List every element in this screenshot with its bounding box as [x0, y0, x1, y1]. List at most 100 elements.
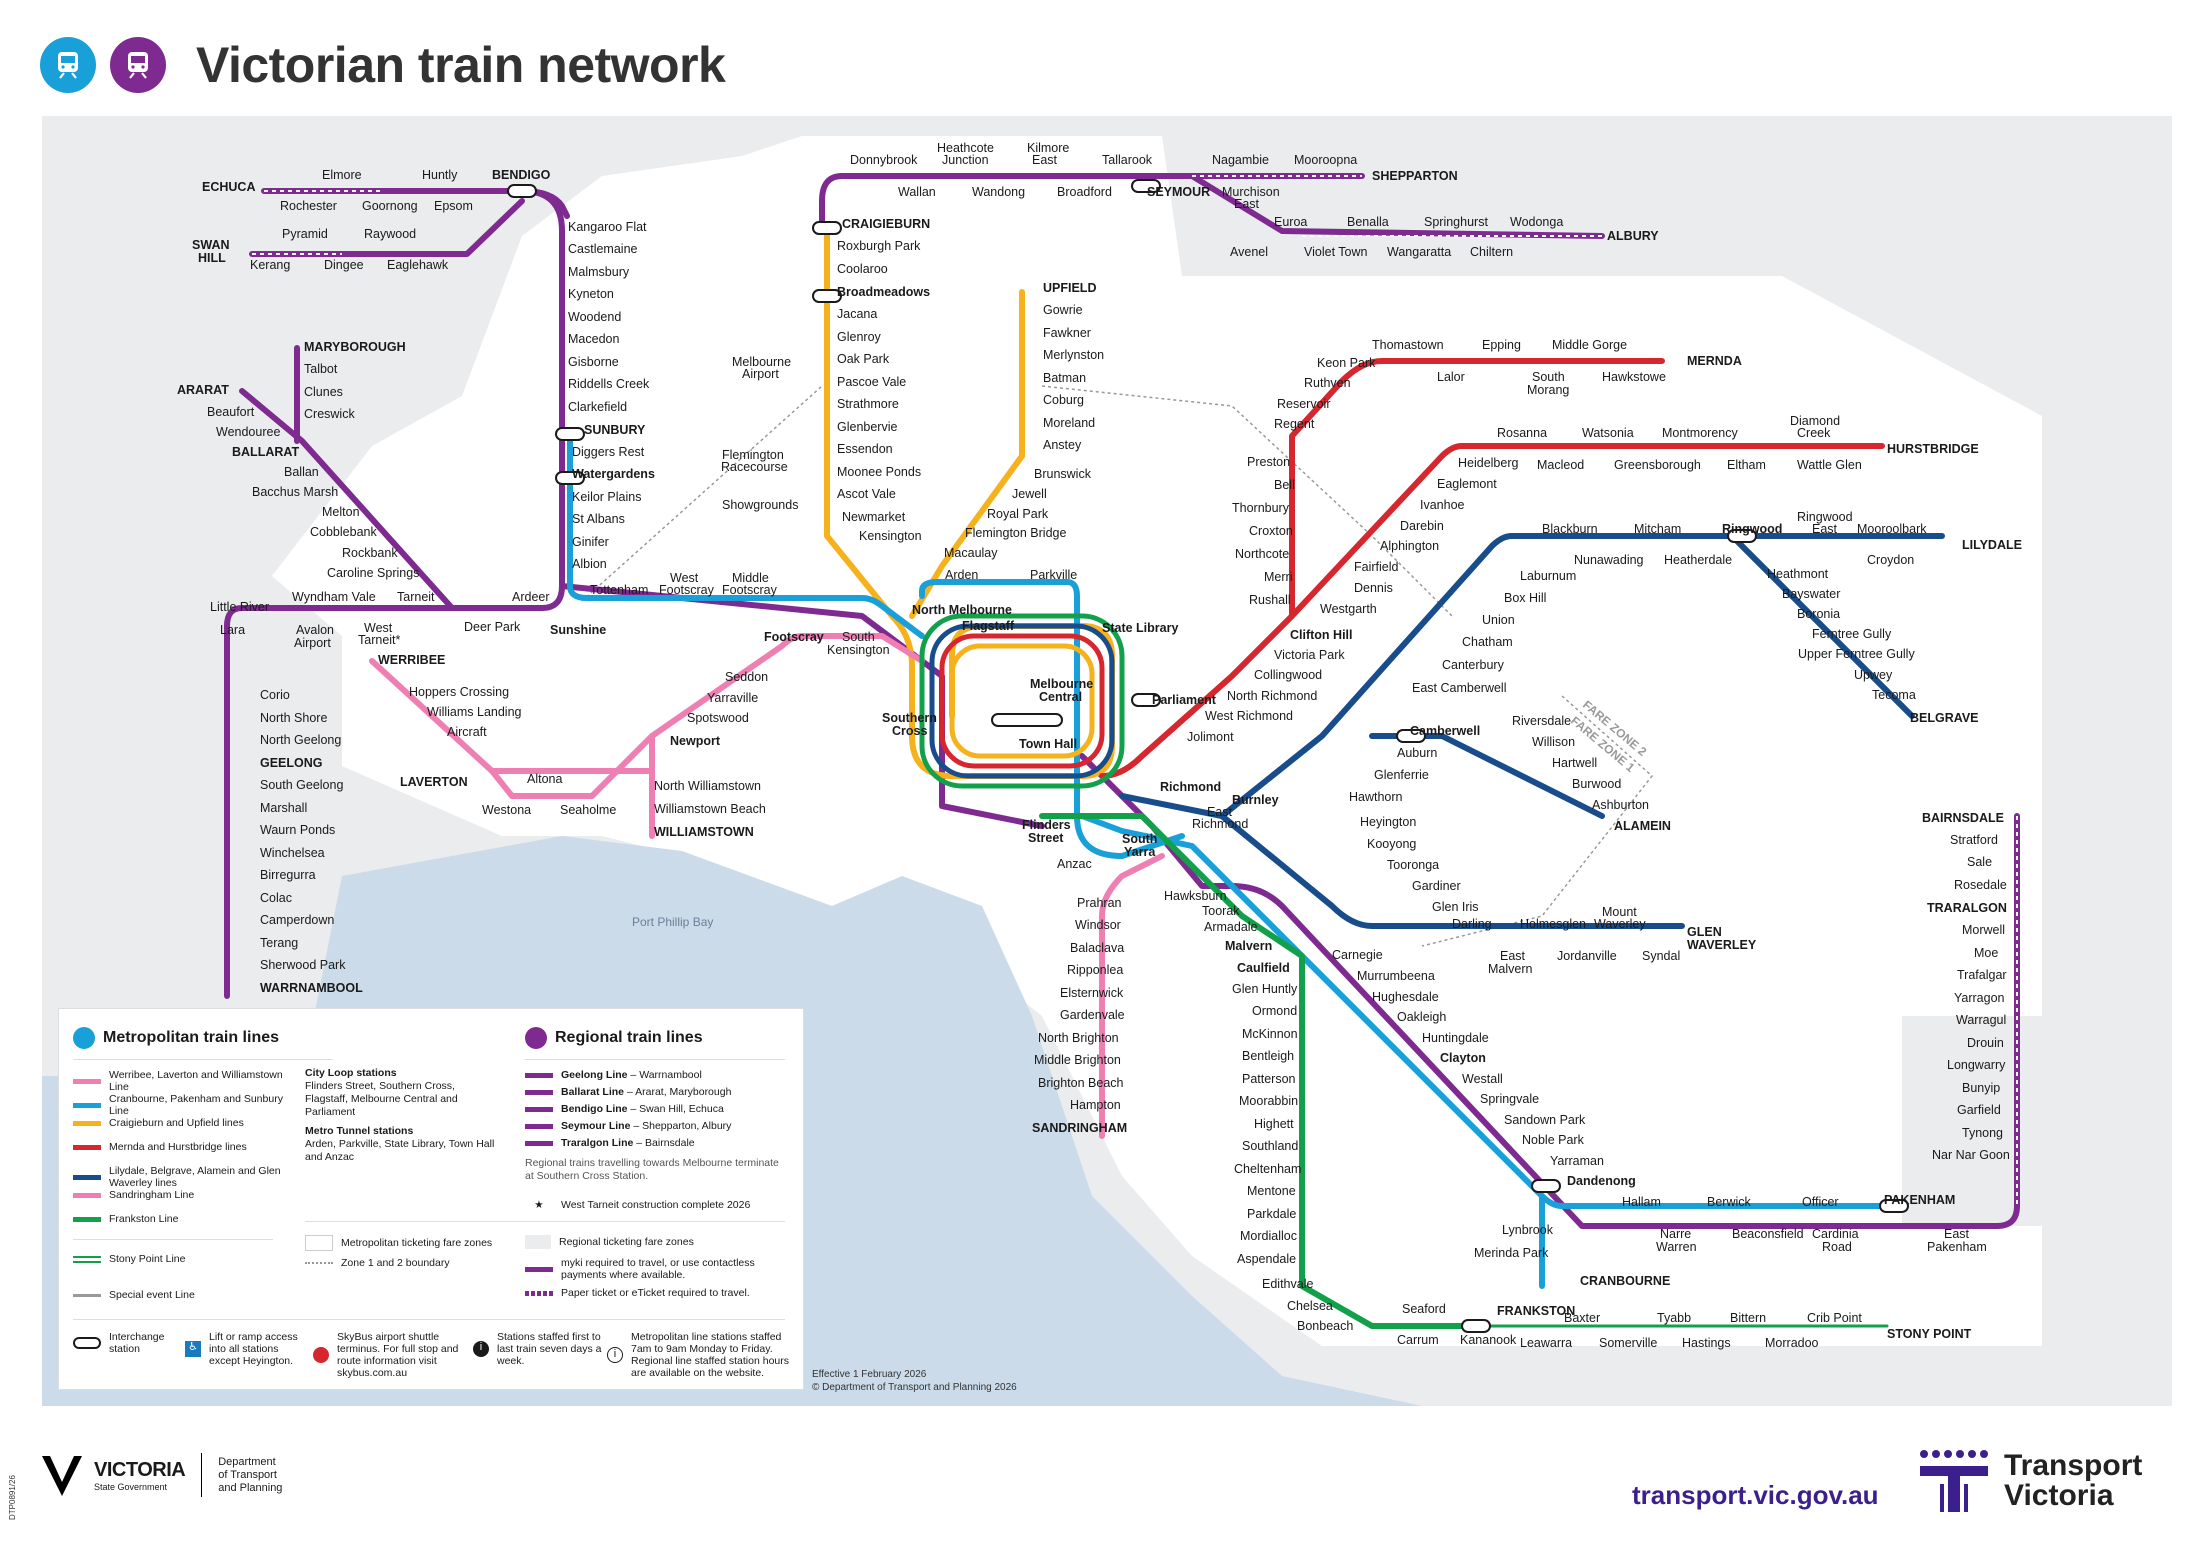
regional-station-label: Terang: [260, 936, 298, 950]
metro-station-label: Seddon: [725, 670, 768, 684]
metro-station-label: Jewell: [1012, 487, 1047, 501]
metro-station-label: Edithvale: [1262, 1277, 1313, 1291]
metro-station-label: Coolaroo: [837, 262, 888, 276]
regional-station-label: Nagambie: [1212, 153, 1269, 167]
document-code: DTP0891/26: [8, 1475, 17, 1520]
metro-station-label: Mordialloc: [1240, 1229, 1297, 1243]
metro-station-label: Ormond: [1252, 1004, 1297, 1018]
metro-station-label: Fairfield: [1354, 560, 1399, 574]
metro-station-label: Blackburn: [1542, 522, 1598, 536]
regional-station-label: Broadford: [1057, 185, 1112, 199]
regional-station-label: Wandong: [972, 185, 1025, 199]
werribee-line: [369, 633, 925, 799]
metro-station-label: Richmond: [1192, 817, 1248, 831]
regional-station-label: Epsom: [434, 199, 473, 213]
regional-station-label: BAIRNSDALE: [1922, 811, 2004, 825]
metro-station-label: Darling: [1452, 917, 1492, 931]
regional-station-label: BENDIGO: [492, 168, 551, 182]
metro-station-label: Hallam: [1622, 1195, 1661, 1209]
metro-station-label: Berwick: [1707, 1195, 1752, 1209]
regional-station-label: Woodend: [568, 310, 621, 324]
regional-station-label: Wangaratta: [1387, 245, 1451, 259]
metro-station-label: Upwey: [1854, 668, 1893, 682]
metro-station-label: Fawkner: [1043, 326, 1091, 340]
skybus-icon: [313, 1347, 329, 1363]
metro-station-label: Bonbeach: [1297, 1319, 1353, 1333]
metro-station-label: Hampton: [1070, 1098, 1121, 1112]
sunbury-line: [567, 431, 925, 639]
metro-station-label: Morang: [1527, 383, 1569, 397]
metro-station-label: Croydon: [1867, 553, 1914, 567]
metro-station-label: Melbourne: [732, 355, 791, 369]
website-link[interactable]: transport.vic.gov.au: [1632, 1480, 1879, 1510]
regional-station-label: South Geelong: [260, 778, 343, 792]
regional-station-label: Chiltern: [1470, 245, 1513, 259]
metro-station-label: Balaclava: [1070, 941, 1124, 955]
metro-station-label: Kensington: [827, 643, 890, 657]
metro-station-label: Flemington Bridge: [965, 526, 1066, 540]
legend-interchange: Interchange station: [73, 1331, 193, 1355]
metro-station-label: Williamstown Beach: [654, 802, 766, 816]
regional-station-label: Birregurra: [260, 868, 316, 882]
metro-station-label: Montmorency: [1662, 426, 1738, 440]
metro-station-label: West: [364, 621, 393, 635]
metro-station-label: Caulfield: [1237, 961, 1290, 975]
legend-metro-tunnel-title: Metro Tunnel stations: [305, 1125, 414, 1137]
metro-station-label: Diamond: [1790, 414, 1840, 428]
metro-station-label: Chelsea: [1287, 1299, 1333, 1313]
regional-station-label: Longwarry: [1947, 1058, 2006, 1072]
metro-station-label: Brighton Beach: [1038, 1076, 1124, 1090]
metro-station-label: Albion: [572, 557, 607, 571]
metro-station-label: Regent: [1274, 417, 1315, 431]
metro-station-label: Carrum: [1397, 1333, 1439, 1347]
metro-station-label: Parkdale: [1247, 1207, 1296, 1221]
regional-station-label: Dingee: [324, 258, 364, 272]
train-icon-regional: [110, 37, 166, 93]
regional-station-label: Gisborne: [568, 355, 619, 369]
metro-station-label: Alphington: [1380, 539, 1439, 553]
regional-station-label: Ardeer: [512, 590, 550, 604]
metro-station-label: Macleod: [1537, 458, 1584, 472]
metro-station-label: St Albans: [572, 512, 625, 526]
metro-station-label: Preston: [1247, 455, 1290, 469]
legend-regional-line: Seymour Line – Shepparton, Albury: [525, 1120, 731, 1132]
interchange-sunbury: [555, 427, 585, 441]
metro-station-label: Seaford: [1402, 1302, 1446, 1316]
metro-station-label: Bentleigh: [1242, 1049, 1294, 1063]
metro-station-label: Aspendale: [1237, 1252, 1296, 1266]
regional-station-label: East: [1032, 153, 1058, 167]
regional-station-label: Rockbank: [342, 546, 398, 560]
metro-station-label: Dandenong: [1567, 1174, 1636, 1188]
regional-station-label: Tallarook: [1102, 153, 1153, 167]
metro-station-label: Jacana: [837, 307, 877, 321]
metro-station-label: Toorak: [1202, 904, 1240, 918]
metro-station-label: Middle Brighton: [1034, 1053, 1121, 1067]
metro-station-label: Aircraft: [447, 725, 487, 739]
regional-station-label: Yarragon: [1954, 991, 2005, 1005]
metro-station-label: Tarneit*: [358, 633, 401, 647]
metro-station-label: Altona: [527, 772, 562, 786]
metro-station-label: Camberwell: [1410, 724, 1480, 738]
regional-station-label: Moe: [1974, 946, 1998, 960]
regional-station-label: Talbot: [304, 362, 338, 376]
city-loop-mernda: [939, 633, 1105, 769]
metro-station-label: GLEN: [1687, 925, 1722, 939]
metro-station-label: Darebin: [1400, 519, 1444, 533]
metro-station-label: Bayswater: [1782, 587, 1840, 601]
metro-station-label: Watsonia: [1582, 426, 1634, 440]
metro-station-label: Coburg: [1043, 393, 1084, 407]
regional-station-label: Springhurst: [1424, 215, 1488, 229]
metro-station-label: Huntingdale: [1422, 1031, 1489, 1045]
lilydale-line: [1119, 533, 1945, 819]
metro-station-label: UPFIELD: [1043, 281, 1096, 295]
metro-station-label: Chatham: [1462, 635, 1513, 649]
metro-station-label: North Richmond: [1227, 689, 1317, 703]
interchange-bendigo: [507, 184, 537, 198]
regional-station-label: Tarneit: [397, 590, 435, 604]
legend-regional-line: Geelong Line – Warrnambool: [525, 1069, 702, 1081]
legend-regional-line: Traralgon Line – Bairnsdale: [525, 1137, 695, 1149]
metro-station-label: Mount: [1602, 905, 1637, 919]
metro-station-label: BELGRAVE: [1910, 711, 1979, 725]
regional-station-label: Macedon: [568, 332, 619, 346]
